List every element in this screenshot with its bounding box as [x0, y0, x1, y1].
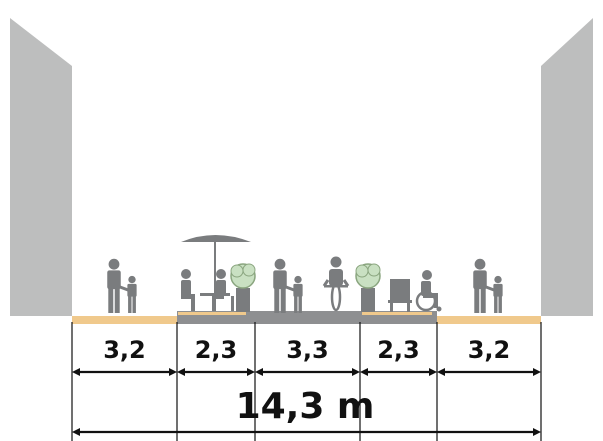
planter	[361, 288, 375, 312]
bench-leg	[407, 303, 410, 312]
head	[128, 275, 136, 284]
holding-hands	[119, 285, 129, 292]
foliage	[355, 264, 369, 278]
arrowhead-left	[72, 428, 80, 436]
arrowhead-left	[72, 368, 80, 376]
leg	[474, 288, 480, 313]
head	[422, 270, 432, 280]
head	[474, 258, 486, 270]
segment-dimension-line	[360, 368, 437, 376]
segment-dimension-line	[437, 368, 541, 376]
total-dimension-line	[72, 428, 541, 436]
leg	[298, 295, 302, 313]
wheel	[330, 282, 342, 312]
lap	[423, 293, 438, 298]
foliage	[242, 263, 256, 277]
leg	[498, 295, 502, 313]
street-strip	[255, 311, 360, 324]
segment-width-label: 2,3	[377, 336, 420, 364]
caster	[436, 306, 442, 312]
head	[494, 275, 502, 284]
handlebar	[324, 285, 348, 288]
umbrella-canopy	[181, 235, 251, 242]
leg	[191, 296, 195, 311]
arrowhead-right	[533, 368, 541, 376]
wheel	[415, 290, 437, 312]
arrowhead-right	[533, 428, 541, 436]
furniture-zone-strip	[362, 312, 432, 315]
arrowhead-left	[437, 368, 445, 376]
lap	[181, 294, 195, 299]
pedestrian-adult-child-icon	[107, 258, 137, 313]
planter	[236, 288, 250, 312]
total-width-label: 14,3 m	[235, 386, 375, 427]
head	[181, 269, 191, 279]
head	[274, 258, 286, 270]
leg	[128, 295, 132, 313]
segment-width-label: 2,3	[194, 336, 238, 364]
torso	[493, 283, 503, 297]
segment-width-label: 3,2	[103, 336, 146, 364]
tree-icon	[230, 263, 256, 312]
bench-icon	[388, 279, 412, 312]
torso	[473, 270, 487, 290]
leg	[132, 295, 136, 313]
furniture-zone-strip	[178, 312, 246, 315]
cafe-table-umbrella-icon	[181, 235, 251, 311]
segment-width-label: 3,3	[286, 336, 329, 364]
head	[108, 258, 120, 270]
arrowhead-right	[429, 368, 437, 376]
cyclist-icon	[322, 256, 350, 312]
bench-back	[390, 279, 410, 303]
torso	[216, 280, 226, 296]
torso	[329, 269, 343, 286]
segment-dimension-line	[255, 368, 360, 376]
leg	[114, 288, 120, 313]
arrowhead-left	[360, 368, 368, 376]
leg	[274, 288, 280, 313]
building-right	[541, 18, 593, 316]
torso	[181, 280, 191, 296]
torso	[107, 270, 121, 290]
arrowhead-right	[247, 368, 255, 376]
arrowhead-right	[352, 368, 360, 376]
bench-leg	[390, 303, 393, 312]
head	[330, 256, 342, 268]
lap	[212, 294, 224, 299]
tree-icon	[355, 263, 381, 312]
torso	[273, 270, 287, 290]
arrowhead-right	[169, 368, 177, 376]
holding-hands	[285, 285, 295, 292]
leg	[280, 288, 286, 313]
sidewalk-strip	[72, 316, 177, 324]
torso	[293, 283, 303, 297]
leg	[108, 288, 114, 313]
segment-dimension-line	[177, 368, 255, 376]
leg	[480, 288, 486, 313]
wheelchair-user-icon	[415, 270, 442, 312]
arrowhead-left	[255, 368, 263, 376]
sidewalk-strip	[437, 316, 541, 324]
head	[216, 269, 226, 279]
segment-dimension-line	[72, 368, 177, 376]
head	[294, 275, 302, 284]
leg	[212, 296, 216, 311]
holding-hands	[485, 285, 495, 292]
segment-width-label: 3,2	[467, 336, 511, 364]
foliage	[367, 263, 381, 277]
leg	[294, 295, 298, 313]
pedestrian-adult-child-icon	[273, 258, 303, 313]
leg	[494, 295, 498, 313]
arrowhead-left	[177, 368, 185, 376]
chair-leg	[231, 296, 234, 311]
bench-seat	[388, 300, 412, 303]
torso	[127, 283, 137, 297]
foliage	[230, 264, 244, 278]
pedestrian-adult-child-icon	[473, 258, 503, 313]
building-left	[10, 18, 72, 316]
